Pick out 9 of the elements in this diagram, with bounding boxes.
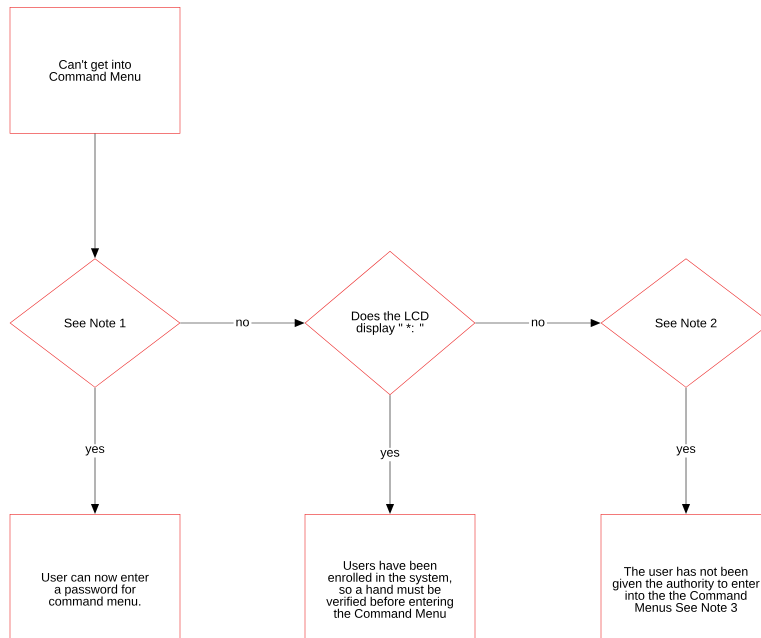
- edge-label: yes: [676, 446, 696, 456]
- process-box: User can now enter a password for command menu.: [10, 514, 180, 638]
- edge-label: yes: [85, 446, 104, 456]
- edge-label: yes: [380, 450, 400, 460]
- edge-label: no: [532, 320, 544, 326]
- process-box: Users have been enrolled in the system, so a hand must be verified before entering the Command Menu: [304, 514, 476, 638]
- process-box: The user has not been given the authority to enter into the the Command Menus See Note 3: [600, 514, 761, 638]
- process-box: Can't get into Command Menu: [10, 7, 180, 134]
- edge-label: no: [236, 320, 249, 326]
